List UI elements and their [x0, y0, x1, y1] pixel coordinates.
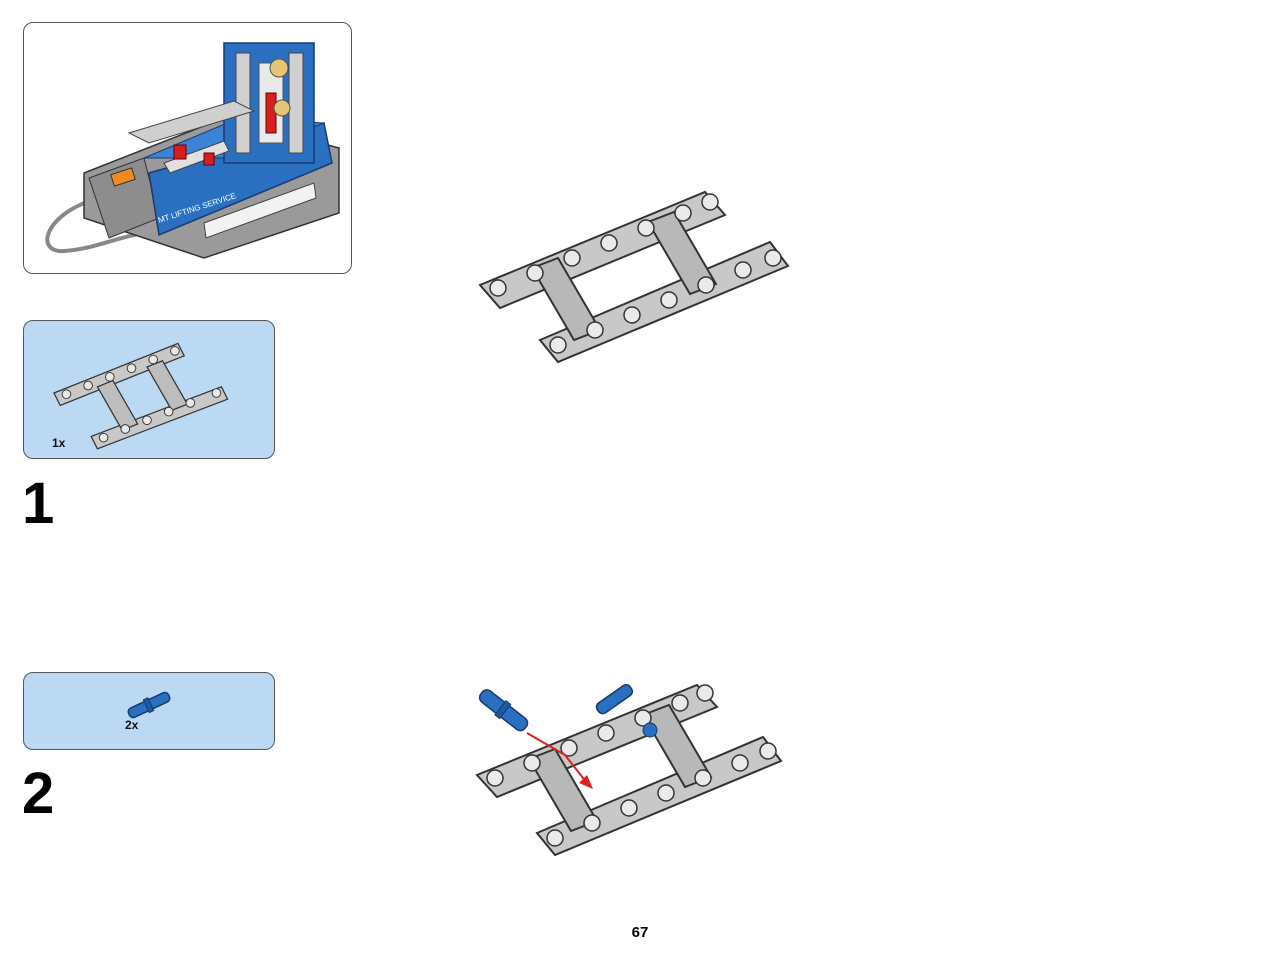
frame-part-icon: [53, 342, 229, 450]
page-number: 67: [631, 924, 649, 941]
insertion-arrow: [526, 732, 593, 789]
step-2-number: 2: [22, 761, 55, 826]
step-1-frame-illustration: [478, 190, 790, 364]
model-overview-box: MT LIFTING SERVICE: [23, 22, 352, 274]
step-2-frame-illustration: [475, 683, 783, 857]
model-overview-illustration: MT LIFTING SERVICE: [45, 42, 340, 259]
blue-pin-part-icon: [127, 691, 171, 719]
step-1-parts-callout: 1x: [23, 320, 275, 459]
step-1-number: 1: [22, 471, 55, 536]
step-2-parts-callout: 2x: [23, 672, 275, 750]
step-2-part-quantity: 2x: [125, 718, 139, 732]
step-1-part-quantity: 1x: [52, 436, 66, 450]
